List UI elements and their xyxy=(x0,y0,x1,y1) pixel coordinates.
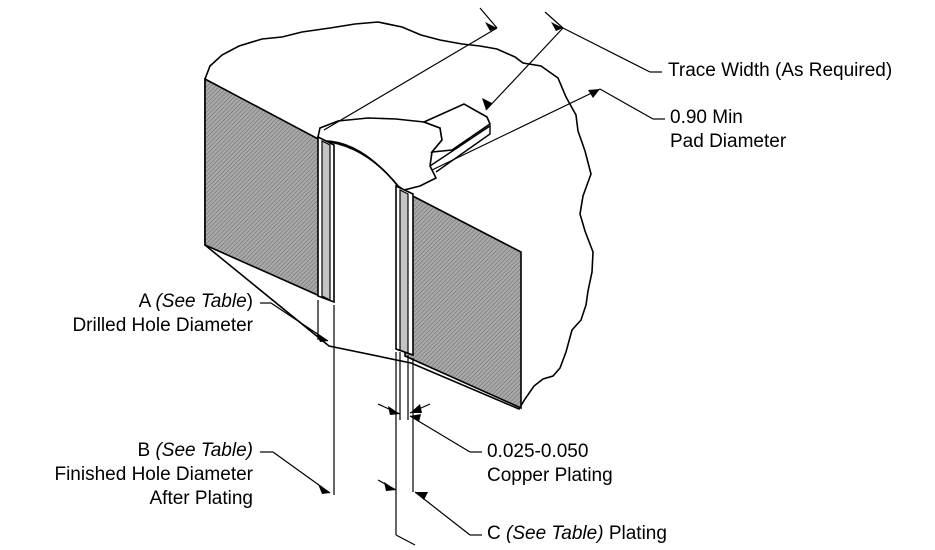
drilled-hole-prefix: A xyxy=(138,291,151,312)
pad-diameter-text: Pad Diameter xyxy=(670,131,787,152)
arrowhead-icon xyxy=(316,332,328,342)
arrowhead-icon xyxy=(384,482,396,491)
copper-trace-edge xyxy=(429,124,491,173)
c-plating-text: Plating xyxy=(608,523,667,544)
finished-hole-prefix: B xyxy=(137,440,151,461)
drilled-hole-label: A (See Table) Drilled Hole Diameter xyxy=(72,290,253,338)
hole-interior xyxy=(322,141,398,353)
copper-plating-text: Copper Plating xyxy=(487,465,613,486)
finished-hole-text-1: Finished Hole Diameter xyxy=(54,464,253,485)
pad-diameter-label: 0.90 Min Pad Diameter xyxy=(670,106,786,154)
arrowhead-icon xyxy=(318,484,330,494)
arrowhead-icon xyxy=(482,98,492,110)
c-plating-ref: (See Table) xyxy=(506,523,604,544)
copper-plating-value: 0.025-0.050 xyxy=(487,441,589,462)
arrowhead-icon xyxy=(410,414,421,422)
finished-hole-label: B (See Table) Finished Hole Diameter Aft… xyxy=(54,439,253,511)
hole-opening-edge xyxy=(321,140,399,187)
left-hole-copper-layer xyxy=(321,140,331,301)
finished-hole-ref: (See Table) xyxy=(155,440,253,461)
finished-hole-text-2: After Plating xyxy=(149,488,254,509)
right-hole-copper-layer xyxy=(399,189,409,354)
copper-trace xyxy=(421,103,491,153)
arrowhead-icon xyxy=(588,89,600,98)
c-plating-prefix: C xyxy=(487,523,501,544)
c-plating-label: C (See Table) Plating xyxy=(487,522,667,546)
copper-plating-label: 0.025-0.050 Copper Plating xyxy=(487,440,613,488)
pad-diameter-value: 0.90 Min xyxy=(670,107,743,128)
arrowhead-icon xyxy=(485,22,497,31)
drilled-hole-text: Drilled Hole Diameter xyxy=(72,315,253,336)
arrowhead-icon xyxy=(415,492,428,500)
arrowhead-icon xyxy=(388,406,400,415)
arrowhead-icon xyxy=(410,404,422,413)
trace-width-label: Trace Width (As Required) xyxy=(668,59,892,83)
arrowhead-icon xyxy=(551,22,563,31)
drilled-hole-ref-close: ) xyxy=(246,291,253,312)
trace-width-text: Trace Width (As Required) xyxy=(668,60,893,81)
drilled-hole-ref: (See Table xyxy=(155,291,247,312)
